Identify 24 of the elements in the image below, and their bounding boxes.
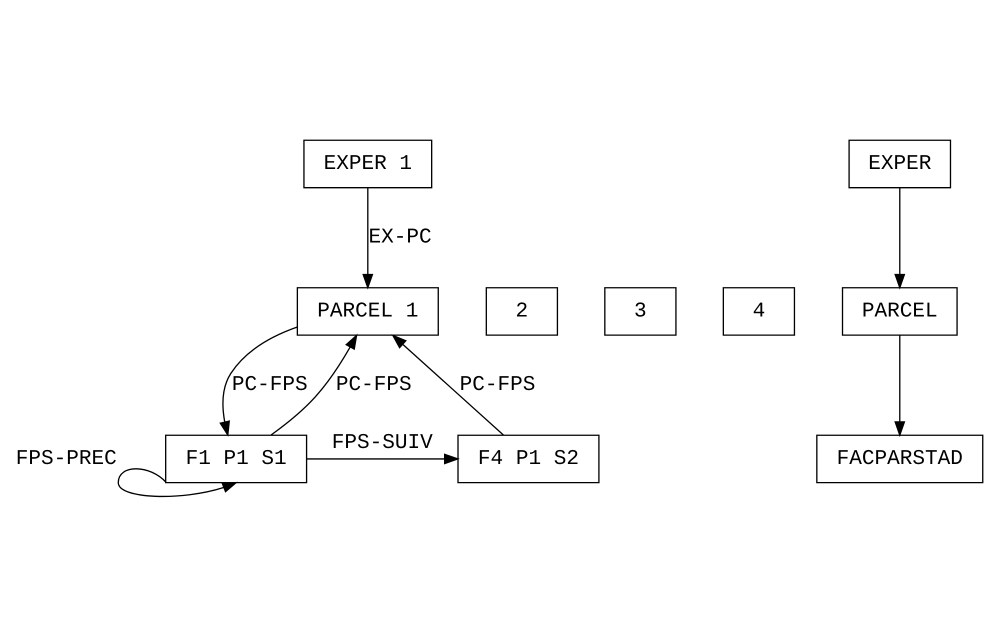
edge-label: FPS-PREC bbox=[16, 446, 117, 471]
edge-label: PC-FPS bbox=[336, 373, 412, 398]
node-box: 4 bbox=[722, 287, 796, 336]
arrow bbox=[270, 334, 358, 436]
arrow bbox=[391, 334, 504, 436]
node-box: EXPER bbox=[848, 140, 952, 188]
edge-label: EX-PC bbox=[368, 226, 432, 250]
arrow bbox=[219, 326, 298, 437]
node-box: FACPARSTAD bbox=[816, 434, 984, 484]
edge-label: FPS-SUIV bbox=[332, 431, 433, 456]
node-box: EXPER 1 bbox=[303, 140, 432, 188]
arrow bbox=[362, 188, 374, 290]
node-box: F1 P1 S1 bbox=[165, 434, 308, 484]
node-box: PARCEL 1 bbox=[296, 287, 439, 336]
node-box: 2 bbox=[486, 287, 558, 336]
node-box: 3 bbox=[604, 287, 677, 336]
arrow bbox=[306, 453, 460, 464]
edge-label: PC-FPS bbox=[460, 373, 536, 398]
node-box: PARCEL bbox=[842, 287, 958, 336]
arrow bbox=[894, 335, 906, 438]
arrow bbox=[894, 188, 906, 290]
arrow bbox=[118, 468, 238, 498]
node-box: F4 P1 S2 bbox=[457, 434, 600, 484]
edge-label: PC-FPS bbox=[232, 373, 308, 398]
